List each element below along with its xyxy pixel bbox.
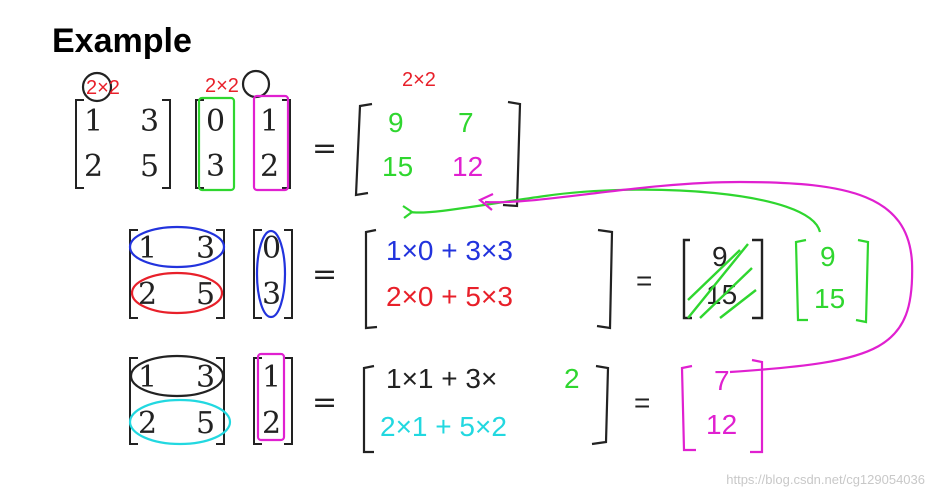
row1-matrix-b: 0 3 1 2 (195, 94, 291, 192)
row3-col-highlight (256, 352, 286, 442)
row3-b2: 2 (262, 406, 281, 441)
row2-scratch-top: 9 (712, 241, 728, 272)
green-arrow-head (402, 205, 414, 219)
row3-row2-highlight (128, 398, 232, 446)
row1-r11: 9 (388, 107, 404, 138)
row2-expr-top: 1×0 + 3×3 (386, 235, 513, 266)
row1-b12: 1 (260, 104, 279, 139)
row1-col1-box (197, 96, 236, 192)
row2-scratch-bottom: 15 (706, 279, 737, 310)
row3-b1: 1 (262, 360, 281, 395)
row3-final-top: 7 (714, 365, 730, 396)
dim-label-result: 2×2 (402, 69, 436, 91)
row3-final-bottom: 12 (706, 409, 737, 440)
dim-circle-a (81, 71, 113, 103)
row2-b2: 3 (262, 277, 281, 312)
row2-row1-highlight (128, 225, 226, 269)
row2-expr-bottom: 2×0 + 5×3 (386, 281, 513, 312)
row1-a21: 2 (84, 149, 103, 184)
row2-expansion: 1×0 + 3×3 2×0 + 5×3 (364, 228, 614, 330)
watermark: https://blog.csdn.net/cg129054036 (726, 472, 925, 487)
dim-label-b: 2×2 (205, 75, 239, 97)
row3-expr-top: 1×1 + 3× (386, 363, 497, 394)
row1-r22: 12 (452, 151, 483, 182)
page-title: Example (52, 22, 192, 60)
row2-scratch-strikeout (687, 243, 757, 319)
row1-a12: 3 (140, 104, 159, 139)
row2-b1: 0 (262, 231, 281, 266)
dim-label-a: 2×2 (86, 77, 120, 99)
row1-a22: 5 (140, 149, 159, 184)
row2-matrix-a: 1 3 2 5 (128, 225, 226, 319)
green-link-arrow (409, 188, 822, 233)
dim-circle-b (241, 69, 271, 99)
row3-equals-2: = (634, 387, 650, 418)
row2-equals: = (312, 257, 337, 292)
row1-col2-box (252, 94, 290, 192)
row1-b22: 2 (260, 149, 279, 184)
row2-scratch-matrix: 9 15 (682, 238, 764, 320)
row3-row1-highlight (129, 354, 225, 398)
row2-row2-highlight (130, 271, 224, 315)
row2-col-highlight (255, 229, 287, 319)
magenta-arrow-head (477, 193, 494, 211)
row1-r12: 7 (458, 107, 474, 138)
row2-final-top: 9 (820, 241, 836, 272)
row1-result-matrix: 9 7 15 12 (354, 100, 522, 208)
row3-a21: 2 (138, 406, 157, 441)
row2-a22: 5 (196, 277, 215, 312)
row3-expr-top-highlight: 2 (564, 363, 580, 394)
row2-final-vector: 9 15 (794, 238, 870, 324)
row1-a11: 1 (84, 104, 103, 139)
row2-column-vector: 0 3 (253, 229, 293, 319)
row2-final-bottom: 15 (814, 283, 845, 314)
row1-r21: 15 (382, 151, 413, 182)
row2-a12: 3 (196, 231, 215, 266)
row3-equals: = (312, 385, 337, 420)
row2-equals-2: = (636, 265, 652, 296)
row3-matrix-a: 1 3 2 5 (128, 354, 232, 446)
row3-expansion: 1×1 + 3× 2 2×1 + 5×2 (362, 363, 610, 454)
row3-final-vector: 7 12 (680, 358, 764, 454)
row3-column-vector: 1 2 (253, 352, 293, 445)
row1-b11: 0 (206, 104, 225, 139)
row3-a12: 3 (196, 360, 215, 395)
row1-b21: 3 (206, 149, 225, 184)
row3-expr-bottom: 2×1 + 5×2 (380, 411, 507, 442)
row1-equals: = (312, 131, 337, 166)
row3-a11: 1 (138, 360, 157, 395)
row2-a21: 2 (138, 277, 157, 312)
row2-a11: 1 (138, 231, 157, 266)
row3-a22: 5 (196, 406, 215, 441)
row1-matrix-a: 1 3 2 5 (75, 99, 171, 189)
magenta-link-arrow (484, 180, 914, 374)
